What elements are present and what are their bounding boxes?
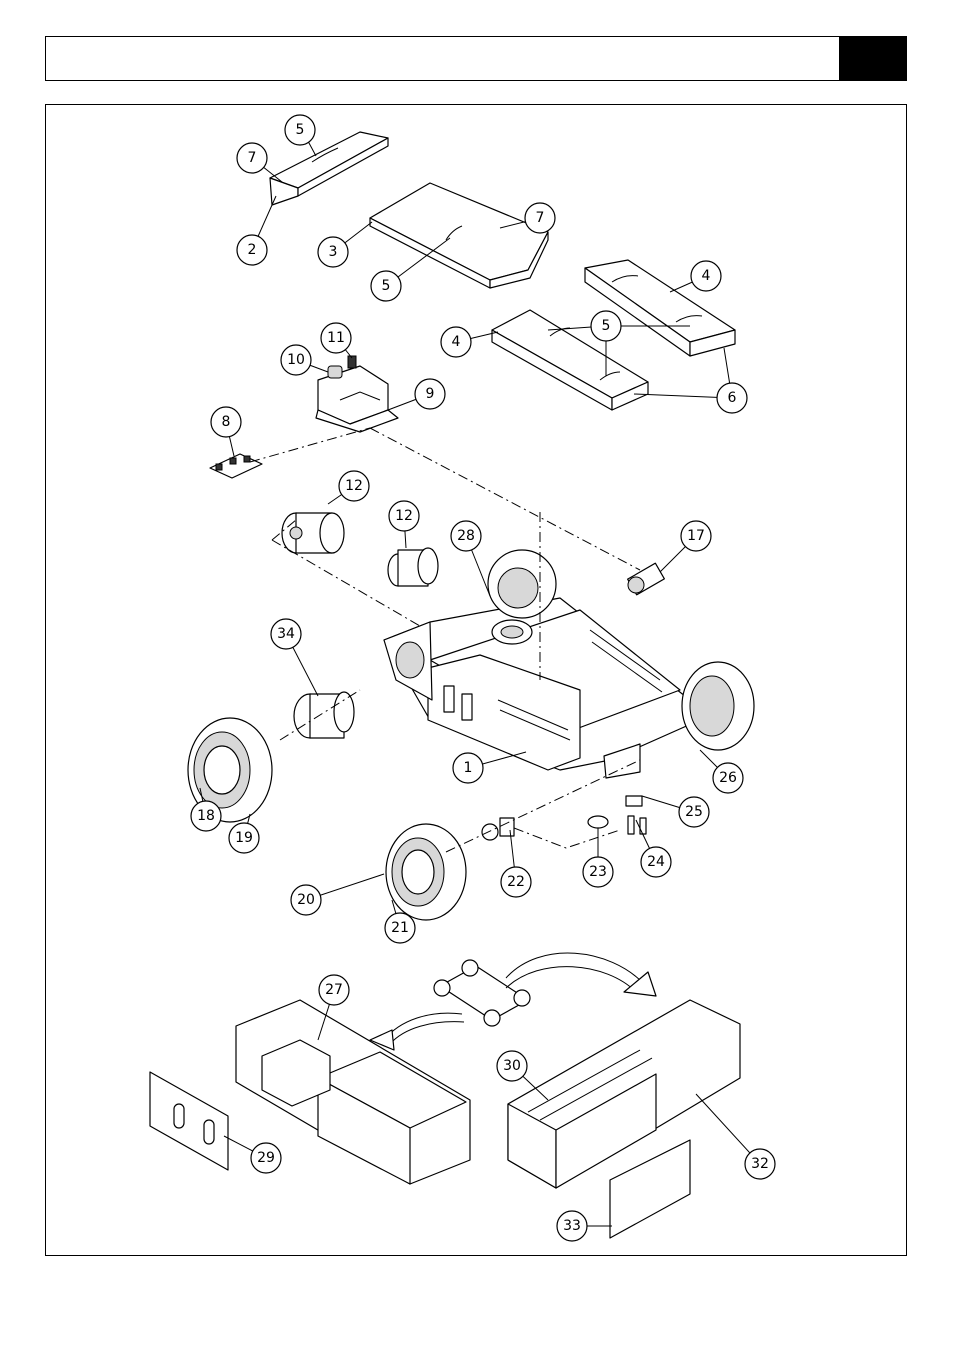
svg-text:4: 4: [452, 334, 461, 350]
svg-text:8: 8: [222, 414, 231, 430]
callout-33: 33: [557, 1211, 587, 1241]
svg-text:21: 21: [391, 920, 409, 936]
callout-22: 22: [501, 867, 531, 897]
machine-thumbnail: [434, 960, 530, 1026]
callout-8: 8: [211, 407, 241, 437]
callout-28: 28: [451, 521, 481, 551]
callout-12: 12: [389, 501, 419, 531]
callout-5: 5: [371, 271, 401, 301]
arrow-right: [506, 953, 656, 996]
wheel-rear-left: [488, 550, 556, 618]
svg-text:23: 23: [589, 864, 607, 880]
callout-27: 27: [319, 975, 349, 1005]
svg-text:18: 18: [197, 808, 215, 824]
svg-text:32: 32: [751, 1156, 769, 1172]
svg-text:25: 25: [685, 804, 703, 820]
svg-text:4: 4: [702, 268, 711, 284]
callout-11: 11: [321, 323, 351, 353]
svg-text:3: 3: [329, 244, 338, 260]
svg-text:33: 33: [563, 1218, 581, 1234]
callout-17: 17: [681, 521, 711, 551]
svg-text:2: 2: [248, 242, 257, 258]
callout-34: 34: [271, 619, 301, 649]
wheel-hub-34: [294, 692, 354, 738]
callout-5: 5: [285, 115, 315, 145]
svg-text:26: 26: [719, 770, 737, 786]
svg-text:29: 29: [257, 1150, 275, 1166]
filter-17: [628, 563, 665, 595]
callout-7: 7: [237, 143, 267, 173]
svg-text:27: 27: [325, 982, 343, 998]
svg-text:30: 30: [503, 1058, 521, 1074]
callout-23: 23: [583, 857, 613, 887]
svg-text:10: 10: [287, 352, 305, 368]
svg-text:12: 12: [395, 508, 413, 524]
callout-7: 7: [525, 203, 555, 233]
svg-text:6: 6: [728, 390, 737, 406]
callout-24: 24: [641, 847, 671, 877]
bracket-24-25: [626, 796, 646, 834]
svg-text:34: 34: [277, 626, 295, 642]
callout-4: 4: [441, 327, 471, 357]
svg-text:28: 28: [457, 528, 475, 544]
svg-text:7: 7: [536, 210, 545, 226]
callout-1: 1: [453, 753, 483, 783]
wheel-rear-right: [682, 662, 754, 750]
motor-12-right: [388, 548, 438, 586]
svg-text:17: 17: [687, 528, 705, 544]
cover-part-4-left: [492, 310, 648, 410]
svg-text:7: 7: [248, 150, 257, 166]
side-panel-29: [150, 1072, 228, 1170]
callout-26: 26: [713, 763, 743, 793]
chassis-frame: [384, 598, 700, 778]
svg-text:1: 1: [464, 760, 473, 776]
valve-block: [210, 454, 262, 478]
tank-assembly: [316, 356, 398, 432]
callout-18: 18: [191, 801, 221, 831]
callout-3: 3: [318, 237, 348, 267]
callout-10: 10: [281, 345, 311, 375]
battery-box-right: [508, 1000, 740, 1188]
callout-20: 20: [291, 885, 321, 915]
callout-29: 29: [251, 1143, 281, 1173]
svg-text:9: 9: [426, 386, 435, 402]
cover-part-2: [270, 132, 388, 205]
callout-2: 2: [237, 235, 267, 265]
svg-text:5: 5: [382, 278, 391, 294]
motor-12-left: [282, 513, 344, 553]
callout-9: 9: [415, 379, 445, 409]
svg-text:24: 24: [647, 854, 665, 870]
callout-25: 25: [679, 797, 709, 827]
switch-23: [588, 816, 608, 828]
svg-text:11: 11: [327, 330, 345, 346]
side-panel-33: [610, 1140, 690, 1238]
svg-text:20: 20: [297, 892, 315, 908]
svg-text:22: 22: [507, 874, 525, 890]
callout-30: 30: [497, 1051, 527, 1081]
callout-4: 4: [691, 261, 721, 291]
callout-5: 5: [591, 311, 621, 341]
svg-text:5: 5: [296, 122, 305, 138]
svg-text:19: 19: [235, 830, 253, 846]
callout-21: 21: [385, 913, 415, 943]
cover-part-3: [370, 183, 548, 288]
callout-12: 12: [339, 471, 369, 501]
svg-text:12: 12: [345, 478, 363, 494]
callout-32: 32: [745, 1149, 775, 1179]
arrow-left: [370, 1013, 464, 1050]
svg-text:5: 5: [602, 318, 611, 334]
callout-6: 6: [717, 383, 747, 413]
wheel-20: [386, 824, 466, 920]
callout-19: 19: [229, 823, 259, 853]
steering-part-22: [482, 818, 514, 840]
